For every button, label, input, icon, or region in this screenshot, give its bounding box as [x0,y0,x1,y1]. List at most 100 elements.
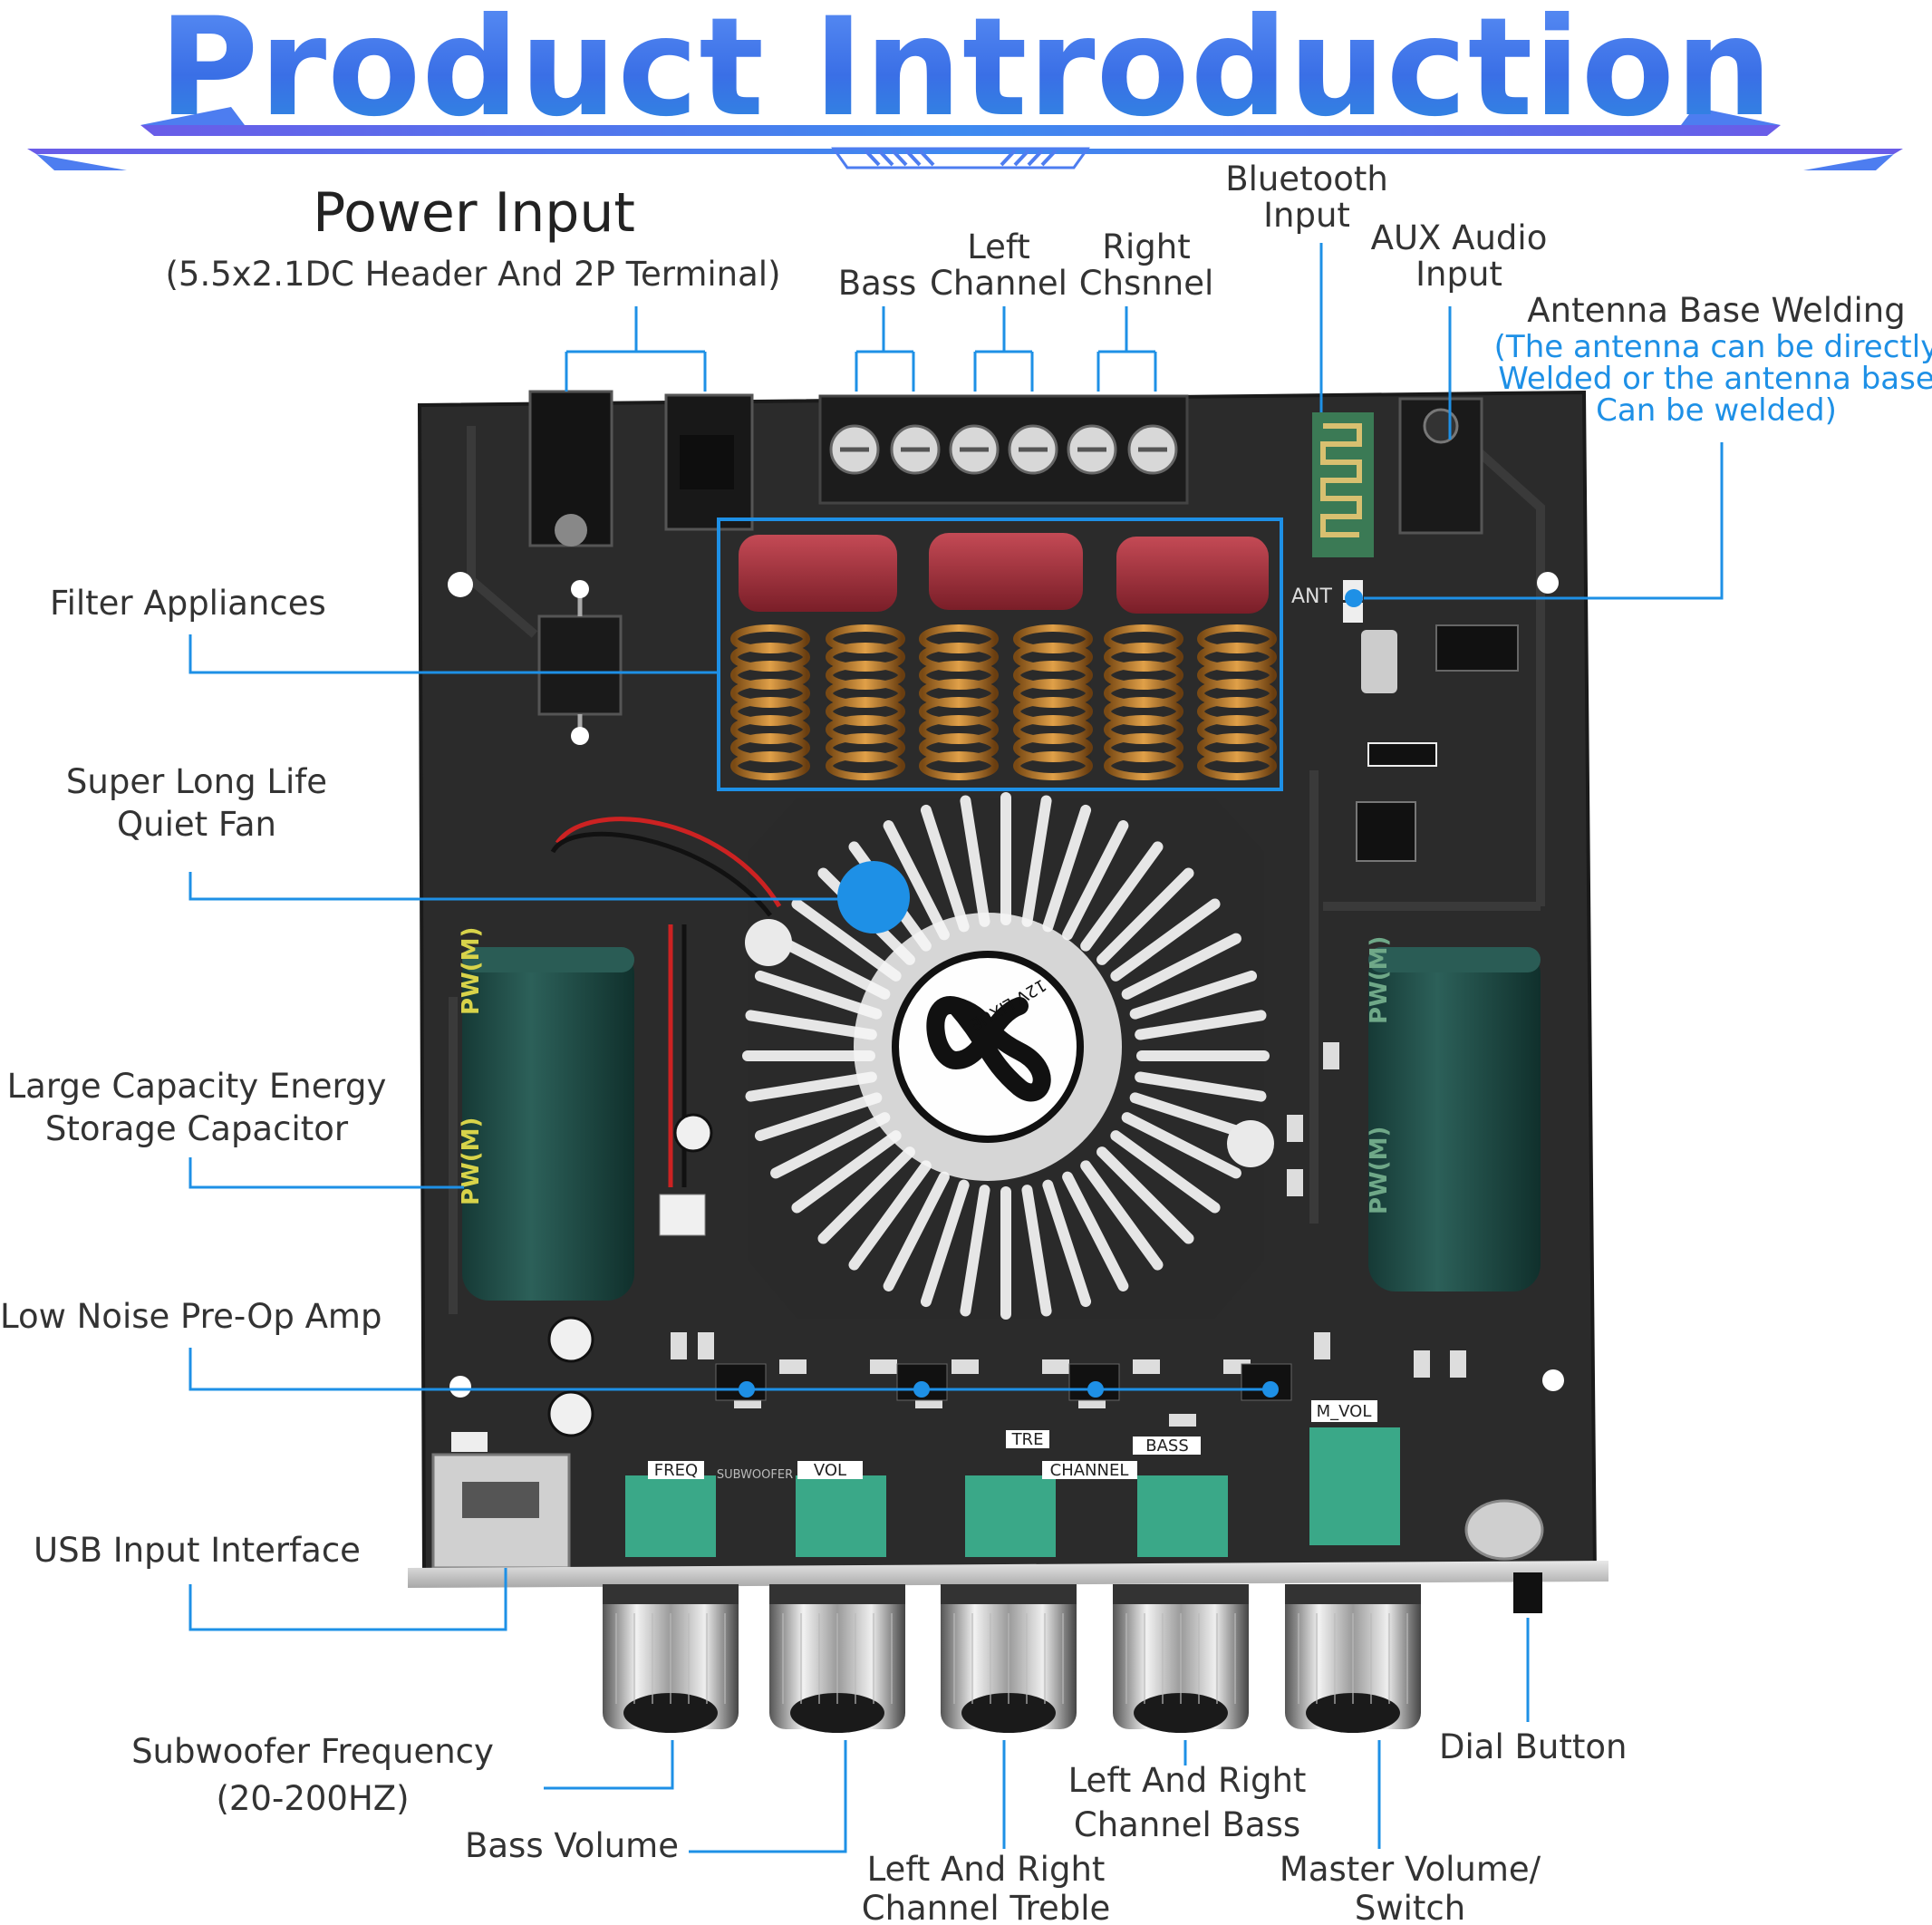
heatsink-fin [1080,1160,1164,1271]
usb-port [431,1432,571,1570]
heatsink-fan: 12V LIXUE [550,792,1274,1320]
heatsink-fin [920,804,970,933]
filter-section [717,518,1283,791]
label-dial: Dial Button [1439,1727,1628,1766]
label-capacitor-1: Large Capacity Energy [6,1067,387,1106]
inductor-winding [730,751,810,780]
film-capacitor [929,533,1083,610]
label-master-1: Master Volume/ [1279,1850,1541,1889]
film-capacitor [1116,537,1269,614]
heatsink-fin [817,1146,915,1244]
heatsink-fin [1135,1071,1267,1102]
knob-shaft-collar [1113,1584,1249,1604]
label-power-input: Power Input [313,181,635,245]
label-right-channel-1: Right [1102,227,1191,266]
heatsink-fin [1042,804,1092,933]
knob-base [1134,1693,1228,1733]
inductor-winding [1197,751,1277,780]
cap-brand-right: PW(M) [1366,936,1393,1024]
energy-capacitors: PW(M) PW(M) PW(M) PW(M) [458,927,1541,1437]
label-left-channel-1: Left [967,227,1030,266]
ic-chips [1343,580,1519,862]
label-preamp: Low Noise Pre-Op Amp [0,1297,382,1336]
fan-callout-dot [837,861,910,933]
front-panel [408,1499,1608,1613]
heatsink-fin [754,1092,883,1142]
heatsink-fin [848,1160,932,1271]
label-right-channel-2: Chsnnel [1078,264,1214,303]
heatsink-fin [1121,933,1241,1000]
heatsink-fin [770,933,891,1000]
heatsink-fin [745,1010,877,1040]
heatsink-fin [1021,1185,1052,1317]
heatsink-fin [791,1130,902,1214]
label-bluetooth-2: Input [1263,196,1350,235]
vol-silk: VOL [814,1461,846,1480]
label-treble-1: Left And Right [866,1850,1106,1889]
heatsink-fin [1129,970,1258,1020]
ant-silk: ANT [1291,585,1333,608]
heatsink-fin [960,795,990,927]
label-aux-1: AUX Audio [1370,218,1548,257]
film-capacitor [739,535,897,612]
label-master-2: Switch [1354,1889,1466,1925]
heatsink-fin [745,1071,877,1102]
heatsink-fin [1096,867,1194,965]
speaker-terminals [818,394,1189,505]
label-fan-1: Super Long Life [65,762,328,801]
label-antenna-note-2: Welded or the antenna base [1498,361,1932,397]
label-usb: USB Input Interface [34,1531,361,1570]
subwoofer-silk: SUBWOOFER [717,1468,793,1482]
diode [537,580,623,745]
heatsink-fin [920,1179,970,1308]
knob-shaft-collar [941,1584,1077,1604]
inductor-winding [1013,751,1093,780]
heatsink-fin [1135,1010,1267,1040]
smd-parts [671,1042,1466,1427]
inductor-winding [826,751,905,780]
label-lr-bass-2: Channel Bass [1073,1805,1301,1844]
heatsink-fin [754,970,883,1020]
knob-shaft-collar [1285,1584,1421,1604]
label-bass-volume: Bass Volume [465,1826,679,1865]
heatsink-fin [1021,795,1052,927]
m-vol-silk: M_VOL [1317,1402,1372,1421]
heatsink-fin [960,1185,990,1317]
aux-jack [1398,397,1483,535]
heatsink-fin [770,1112,891,1179]
label-bass: Bass [837,264,917,303]
bass-silk: BASS [1145,1436,1189,1456]
inductor-winding [1104,751,1183,780]
knob-base [790,1693,884,1733]
page-title: Product Introduction [159,0,1773,145]
label-sub-freq-2: (20-200HZ) [216,1779,410,1818]
cap-brand-left-2: PW(M) [458,1117,485,1205]
label-antenna-note-3: Can be welded) [1596,392,1837,429]
heatsink-fin [791,898,902,982]
heatsink-fin [883,820,950,941]
inductor-winding [919,751,999,780]
power-connectors [528,390,754,547]
label-bluetooth-1: Bluetooth [1225,160,1388,198]
knob-base [1306,1693,1400,1733]
tre-silk: TRE [1011,1430,1044,1449]
label-antenna: Antenna Base Welding [1527,291,1906,330]
label-left-channel-2: Channel [930,264,1067,303]
knob-shaft-collar [769,1584,905,1604]
label-antenna-note-1: (The antenna can be directly [1493,329,1932,365]
bluetooth-module [1312,412,1374,557]
title-banner [27,107,1903,170]
heatsink-fin [1110,898,1221,982]
freq-silk: FREQ [654,1461,698,1480]
heatsink-fin [1110,1130,1221,1214]
knob-base [623,1693,718,1733]
knob-shaft-collar [603,1584,739,1604]
knobs [603,1584,1421,1733]
label-capacitor-2: Storage Capacitor [44,1109,349,1148]
label-fan-2: Quiet Fan [117,805,276,844]
heatsink-fin [883,1171,950,1291]
label-sub-freq-1: Subwoofer Frequency [131,1732,494,1771]
cap-brand-right-2: PW(M) [1366,1127,1393,1214]
